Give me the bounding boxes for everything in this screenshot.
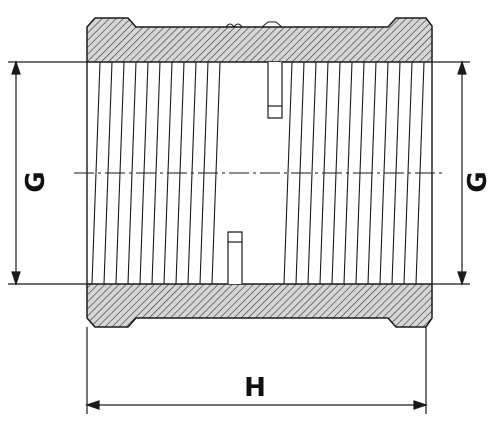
thread-line bbox=[91, 61, 101, 285]
upper-wall-section bbox=[86, 17, 433, 63]
thread-runout bbox=[227, 62, 283, 284]
dimension-h bbox=[85, 327, 428, 414]
thread-line bbox=[307, 61, 317, 285]
thread-line bbox=[283, 61, 293, 285]
dimension-g-left-label: G bbox=[21, 171, 51, 192]
top-engraving bbox=[225, 21, 283, 28]
dimension-h-label: H bbox=[244, 373, 266, 403]
dimension-g-right-label: G bbox=[463, 171, 493, 192]
lower-wall-section bbox=[86, 283, 433, 328]
dimension-g-right bbox=[432, 60, 470, 286]
dimension-g-left bbox=[8, 60, 87, 286]
